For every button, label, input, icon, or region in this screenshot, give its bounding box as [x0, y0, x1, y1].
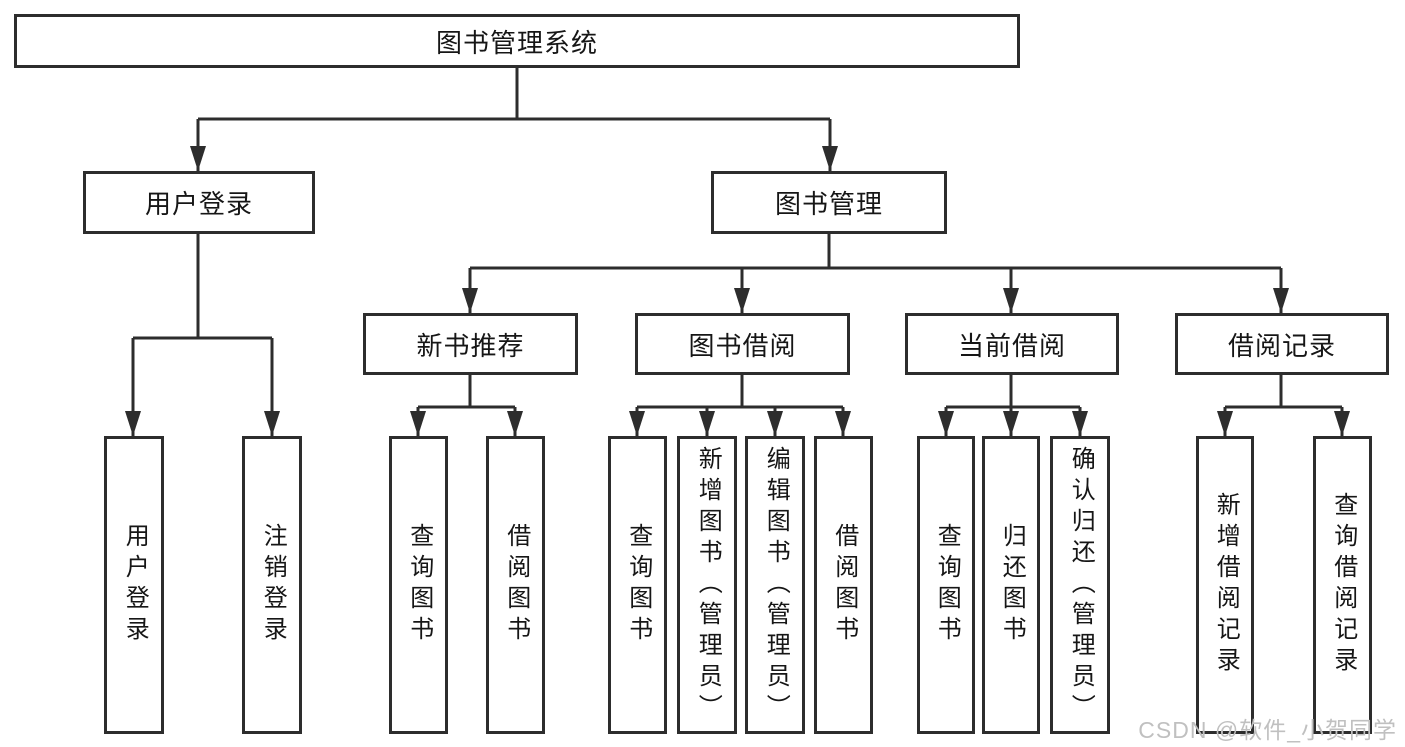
leaf-confirm-return-admin-label: 确认归还（管理员）	[1067, 445, 1095, 725]
leaf-return-books-label: 归还图书	[998, 523, 1026, 647]
leaf-borrow-books-borrowing-label: 借阅图书	[830, 523, 858, 647]
leaf-edit-books-admin: 编辑图书（管理员）	[745, 436, 805, 734]
leaf-query-books-recommend: 查询图书	[389, 436, 448, 734]
leaf-query-books-recommend-label: 查询图书	[405, 523, 433, 647]
leaf-add-borrow-record: 新增借阅记录	[1196, 436, 1254, 734]
leaf-query-borrow-record: 查询借阅记录	[1313, 436, 1372, 734]
leaf-query-books-current: 查询图书	[917, 436, 975, 734]
node-root-system: 图书管理系统	[14, 14, 1020, 68]
leaf-return-books: 归还图书	[982, 436, 1040, 734]
leaf-add-borrow-record-label: 新增借阅记录	[1212, 492, 1240, 678]
node-borrowing-records: 借阅记录	[1175, 313, 1389, 375]
node-user-login-label: 用户登录	[144, 189, 253, 219]
csdn-watermark: CSDN @软件_小贺同学	[1138, 717, 1397, 743]
node-new-book-recommend: 新书推荐	[363, 313, 578, 375]
leaf-borrow-books-borrowing: 借阅图书	[814, 436, 873, 734]
leaf-logout-label: 注销登录	[259, 523, 287, 647]
leaf-add-books-admin-label: 新增图书（管理员）	[694, 445, 722, 725]
node-book-management: 图书管理	[711, 171, 947, 234]
node-user-login: 用户登录	[83, 171, 315, 234]
leaf-query-borrow-record-label: 查询借阅记录	[1329, 492, 1357, 678]
node-current-borrowing-label: 当前借阅	[957, 330, 1066, 361]
node-new-book-recommend-label: 新书推荐	[416, 330, 525, 361]
leaf-borrow-books-recommend: 借阅图书	[486, 436, 545, 734]
node-borrowing-records-label: 借阅记录	[1227, 330, 1336, 361]
node-book-management-label: 图书管理	[774, 189, 883, 219]
node-book-borrowing-label: 图书借阅	[688, 330, 797, 361]
leaf-query-books-current-label: 查询图书	[933, 523, 961, 647]
leaf-borrow-books-recommend-label: 借阅图书	[502, 523, 530, 647]
node-current-borrowing: 当前借阅	[905, 313, 1119, 375]
node-root-label: 图书管理系统	[435, 27, 598, 58]
leaf-confirm-return-admin: 确认归还（管理员）	[1050, 436, 1110, 734]
leaf-query-books-borrowing-label: 查询图书	[624, 523, 652, 647]
node-book-borrowing: 图书借阅	[635, 313, 850, 375]
leaf-user-login-label: 用户登录	[121, 523, 149, 647]
leaf-edit-books-admin-label: 编辑图书（管理员）	[762, 445, 790, 725]
leaf-query-books-borrowing: 查询图书	[608, 436, 667, 734]
leaf-logout: 注销登录	[242, 436, 302, 734]
leaf-user-login: 用户登录	[104, 436, 164, 734]
leaf-add-books-admin: 新增图书（管理员）	[677, 436, 737, 734]
